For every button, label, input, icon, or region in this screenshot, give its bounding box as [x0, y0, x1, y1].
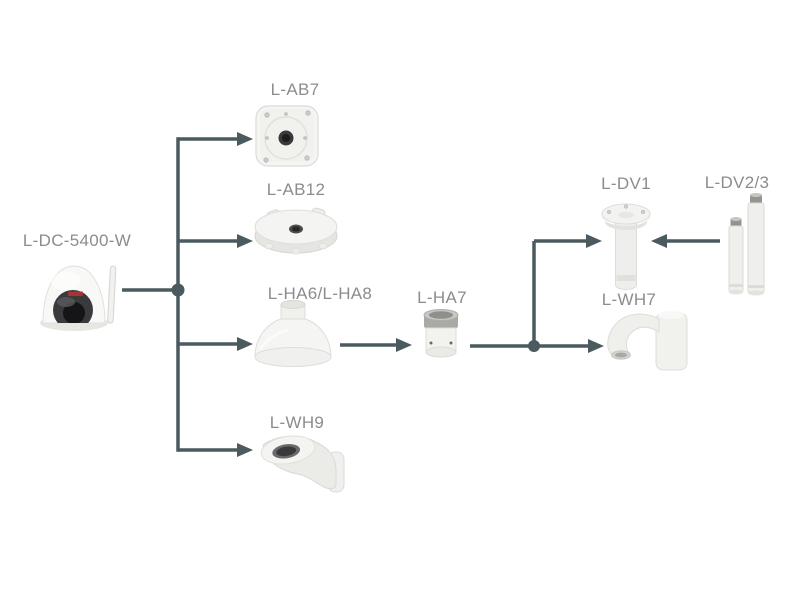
arrowhead-ha7 [396, 338, 412, 352]
ab7-image [255, 105, 319, 167]
arrowhead-ha6ha8 [237, 337, 253, 351]
edge-arrowheads [171, 132, 667, 457]
flange-underside [602, 216, 650, 230]
tube [615, 218, 637, 290]
dome-highlight [51, 272, 81, 290]
brand-logo [68, 291, 83, 296]
top-plate [260, 435, 316, 465]
long-tube [747, 193, 765, 296]
dv23-image [728, 193, 765, 296]
label-dv1: L-DV1 [601, 174, 651, 193]
edge-lines [122, 137, 720, 452]
flange-screws [606, 204, 646, 215]
camera-image [40, 265, 117, 331]
arrowhead-ab7 [237, 132, 253, 146]
wh7-image [607, 311, 688, 371]
junction-dot-left [171, 283, 185, 297]
arrowhead-dv1-left [586, 234, 602, 248]
label-camera: L-DC-5400-W [22, 231, 132, 250]
arrowhead-wh9 [237, 443, 253, 457]
ab12-image [254, 207, 338, 255]
label-ha7: L-HA7 [417, 288, 467, 307]
label-ha6ha8: L-HA6/L-HA8 [267, 284, 373, 303]
ha7-image [423, 309, 459, 358]
label-ab7: L-AB7 [270, 80, 320, 99]
screws [263, 110, 311, 163]
arrowhead-wh7 [588, 339, 604, 353]
camera-lens [53, 290, 93, 323]
ha6ha8-image [254, 300, 332, 367]
wh9-image [260, 435, 345, 493]
base-rim [254, 347, 332, 367]
label-ab12: L-AB12 [266, 180, 326, 199]
label-dv23: L-DV2/3 [704, 173, 770, 192]
wall-plate [655, 312, 688, 371]
wifi-antenna [107, 265, 117, 324]
label-wh9: L-WH9 [269, 413, 325, 432]
short-tube [728, 217, 744, 295]
rim-notches [264, 242, 328, 255]
elbow-arm [607, 313, 660, 356]
junction-dot-right [528, 340, 540, 352]
arrowhead-dv1-right [651, 234, 667, 248]
arrowhead-ab12 [237, 234, 253, 248]
dv1-image [601, 203, 651, 290]
label-wh7: L-WH7 [601, 290, 657, 309]
